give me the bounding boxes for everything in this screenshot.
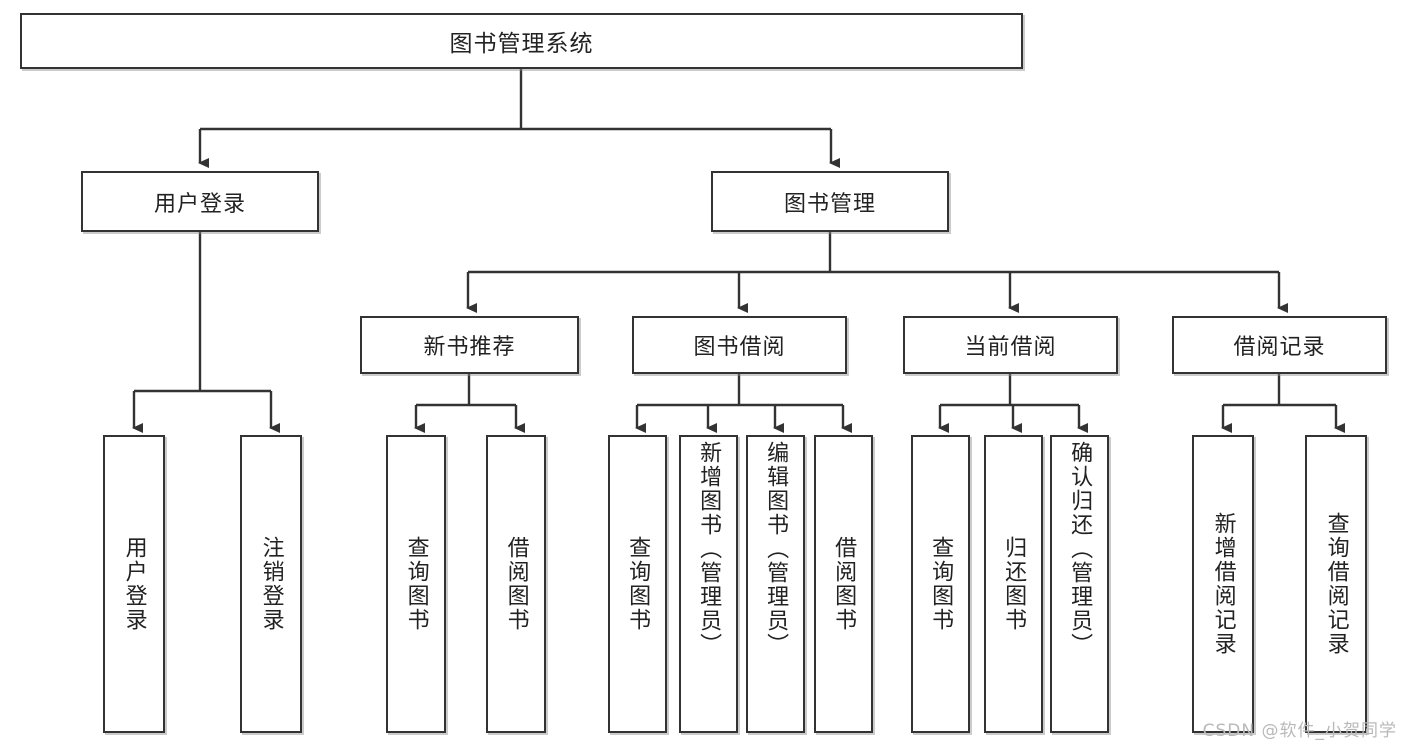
leaf-user-login[interactable]: 用户登录 — [103, 435, 165, 733]
node-new-book-recommend-label: 新书推荐 — [423, 335, 516, 360]
node-borrow-record-label: 借阅记录 — [1233, 335, 1326, 360]
leaf-return-book[interactable]: 归还图书 — [984, 435, 1043, 733]
leaf-return-book-label: 归还图书 — [1001, 536, 1027, 632]
leaf-edit-book-label: 编辑图书（管理员） — [763, 441, 789, 657]
leaf-edit-book[interactable]: 编辑图书（管理员） — [746, 435, 805, 733]
watermark: CSDN @软件_小贺同学 — [1202, 721, 1397, 741]
leaf-logout[interactable]: 注销登录 — [240, 435, 302, 733]
leaf-query-book-borrow-label: 查询图书 — [625, 536, 651, 632]
node-book-manage[interactable]: 图书管理 — [711, 171, 949, 232]
node-book-borrow-label: 图书借阅 — [693, 335, 786, 360]
leaf-add-borrow-record-label: 新增借阅记录 — [1210, 512, 1236, 656]
leaf-borrow-book-recommend[interactable]: 借阅图书 — [486, 435, 546, 733]
leaf-add-book[interactable]: 新增图书（管理员） — [679, 435, 738, 733]
leaf-logout-label: 注销登录 — [258, 536, 284, 632]
leaf-query-borrow-record[interactable]: 查询借阅记录 — [1305, 435, 1367, 733]
leaf-borrow-book[interactable]: 借阅图书 — [814, 435, 873, 733]
node-user-login-label: 用户登录 — [153, 191, 246, 217]
leaf-confirm-return[interactable]: 确认归还（管理员） — [1050, 435, 1109, 733]
leaf-borrow-book-label: 借阅图书 — [831, 536, 857, 632]
leaf-add-borrow-record[interactable]: 新增借阅记录 — [1192, 435, 1254, 733]
node-book-borrow[interactable]: 图书借阅 — [632, 316, 847, 374]
leaf-query-borrow-record-label: 查询借阅记录 — [1323, 512, 1349, 656]
leaf-query-book-current[interactable]: 查询图书 — [911, 435, 970, 733]
leaf-add-book-label: 新增图书（管理员） — [696, 441, 722, 657]
node-user-login[interactable]: 用户登录 — [81, 171, 319, 232]
node-borrow-record[interactable]: 借阅记录 — [1172, 316, 1387, 374]
leaf-query-book-recommend[interactable]: 查询图书 — [386, 435, 446, 733]
leaf-query-book-borrow[interactable]: 查询图书 — [608, 435, 667, 733]
node-root-label: 图书管理系统 — [449, 31, 594, 57]
node-new-book-recommend[interactable]: 新书推荐 — [360, 316, 579, 374]
node-book-manage-label: 图书管理 — [783, 191, 876, 217]
leaf-user-login-label: 用户登录 — [121, 536, 147, 632]
leaf-confirm-return-label: 确认归还（管理员） — [1067, 441, 1093, 657]
leaf-query-book-current-label: 查询图书 — [928, 536, 954, 632]
leaf-query-book-recommend-label: 查询图书 — [403, 536, 429, 632]
node-current-borrow-label: 当前借阅 — [964, 335, 1057, 360]
leaf-borrow-book-recommend-label: 借阅图书 — [503, 536, 529, 632]
node-current-borrow[interactable]: 当前借阅 — [903, 316, 1118, 374]
node-root[interactable]: 图书管理系统 — [20, 13, 1023, 69]
